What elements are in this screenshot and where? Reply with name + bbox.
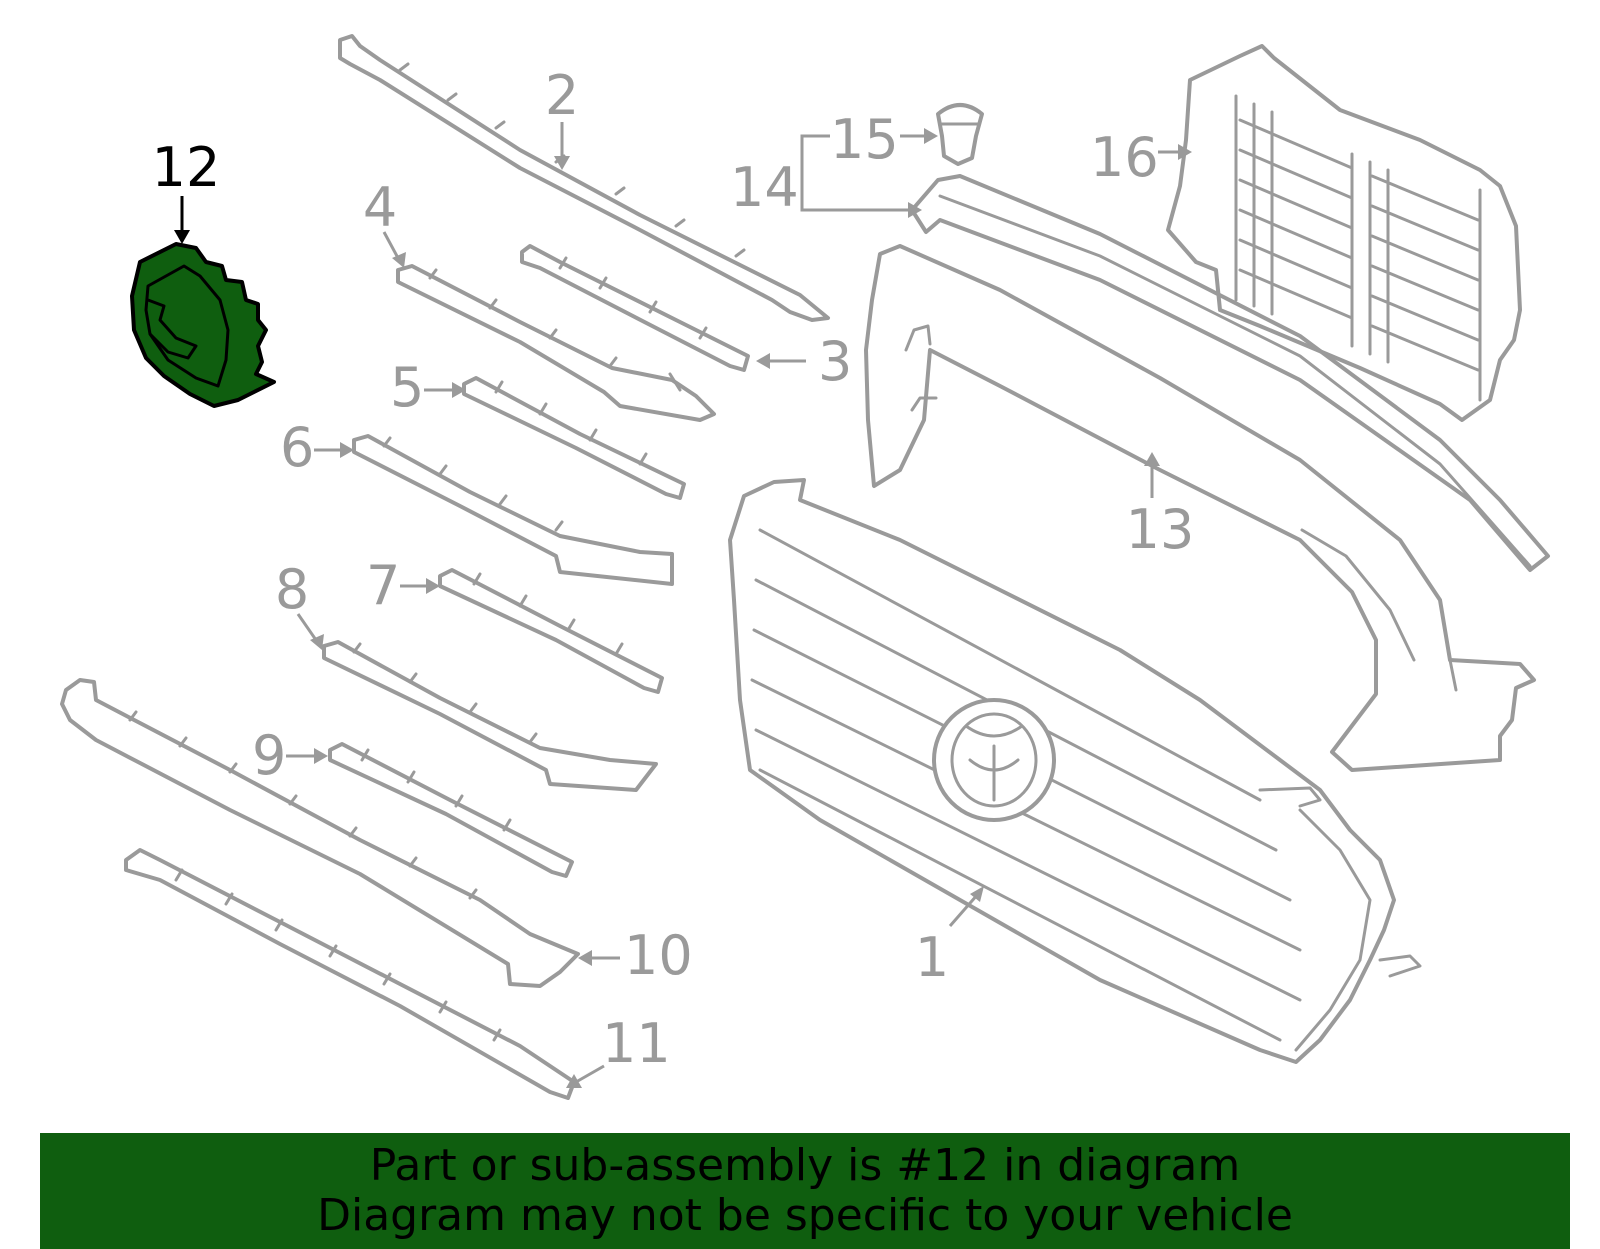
callout-label: 11 — [602, 1012, 671, 1075]
callout-8: 8 — [275, 558, 324, 650]
callout-label: 6 — [280, 416, 314, 479]
callout-10: 10 — [578, 924, 693, 987]
callout-12: 12 — [152, 136, 221, 244]
callout-label: 10 — [624, 924, 693, 987]
part-5-shape — [462, 376, 686, 500]
part-15-shape — [936, 103, 984, 166]
part-8-shape — [322, 640, 658, 792]
part-16-shape — [1166, 44, 1522, 422]
callout-label: 15 — [830, 108, 899, 171]
banner-disclaimer: Diagram may not be specific to your vehi… — [317, 1190, 1293, 1241]
callout-label: 7 — [366, 554, 400, 617]
part-6-shape — [352, 434, 674, 586]
callout-label: 4 — [363, 176, 397, 239]
part-14-shape — [910, 174, 1550, 572]
callout-label: 13 — [1126, 498, 1195, 561]
callout-13: 13 — [1126, 452, 1195, 561]
callout-1: 1 — [915, 886, 984, 989]
callout-15: 15 — [830, 108, 938, 171]
callout-16: 16 — [1090, 126, 1192, 189]
part-3-shape — [520, 244, 750, 372]
callout-label: 16 — [1090, 126, 1159, 189]
callout-label: 9 — [252, 724, 286, 787]
part-11-shape — [124, 848, 576, 1100]
callout-label: 12 — [152, 136, 221, 199]
callout-4: 4 — [363, 176, 406, 268]
callout-label: 8 — [275, 558, 309, 621]
callout-label: 5 — [390, 356, 424, 419]
part-7-shape — [438, 568, 664, 694]
part-1-shape — [728, 478, 1422, 1064]
callout-label: 14 — [730, 156, 799, 219]
callout-7: 7 — [366, 554, 440, 617]
banner-part-note: Part or sub-assembly is #12 in diagram — [369, 1140, 1241, 1191]
callout-label: 1 — [915, 926, 949, 989]
part-info-banner: Part or sub-assembly is #12 in diagram D… — [40, 1133, 1570, 1249]
part-10-shape — [60, 678, 580, 988]
callout-5: 5 — [390, 356, 466, 419]
callout-2: 2 — [545, 64, 579, 170]
callout-label: 2 — [545, 64, 579, 127]
callout-6: 6 — [280, 416, 354, 479]
part-4-shape — [396, 264, 716, 422]
callout-label: 3 — [818, 330, 852, 393]
part-13-shape — [864, 244, 1536, 772]
callout-11: 11 — [566, 1012, 671, 1088]
callout-9: 9 — [252, 724, 328, 787]
callout-3: 3 — [756, 330, 852, 393]
callout-14: 14 — [730, 134, 922, 219]
part-9-shape — [328, 742, 574, 878]
part-12-shape — [130, 242, 276, 408]
